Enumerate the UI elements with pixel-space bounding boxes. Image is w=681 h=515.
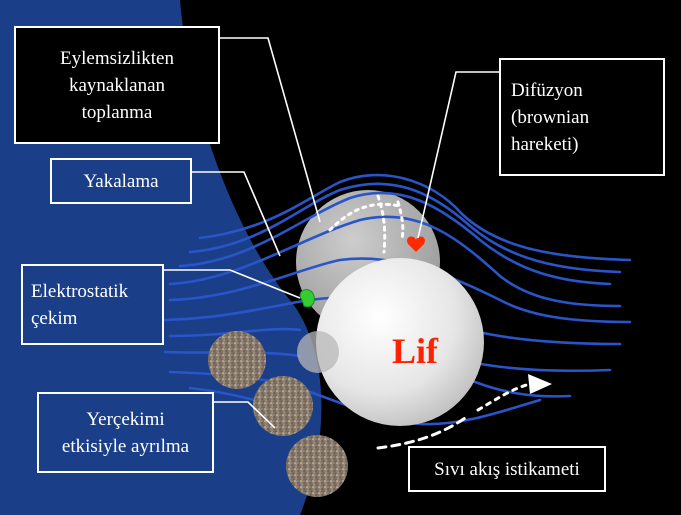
ghost-particle <box>297 331 339 373</box>
label-flow-direction: Sıvı akış istikameti <box>408 446 606 492</box>
label-inertial-impaction: Eylemsizlikten kaynaklanan toplanma <box>14 26 220 144</box>
dust-particle-3 <box>286 435 348 497</box>
label-gravity-line-2: etkisiyle ayrılma <box>62 433 189 460</box>
label-diffusion-line-3: hareketi) <box>511 131 579 158</box>
label-flow-line-1: Sıvı akış istikameti <box>434 456 580 483</box>
label-inertial-line-3: toplanma <box>82 99 153 126</box>
label-electrostatic: Elektrostatik çekim <box>21 264 164 345</box>
label-capture-line-1: Yakalama <box>83 168 158 195</box>
label-diffusion: Difüzyon (brownian hareketi) <box>499 58 665 176</box>
label-electrostatic-line-1: Elektrostatik <box>31 278 128 305</box>
label-capture: Yakalama <box>50 158 192 204</box>
label-diffusion-line-1: Difüzyon <box>511 77 583 104</box>
dust-particle-1 <box>208 331 266 389</box>
dust-particle-2 <box>253 376 313 436</box>
flow-arrowhead <box>528 374 552 394</box>
label-gravity-line-1: Yerçekimi <box>86 406 164 433</box>
electro-particle <box>300 290 314 307</box>
label-gravity: Yerçekimi etkisiyle ayrılma <box>37 392 214 473</box>
label-inertial-line-1: Eylemsizlikten <box>60 45 174 72</box>
fiber-label: Lif <box>375 330 455 372</box>
label-inertial-line-2: kaynaklanan <box>69 72 165 99</box>
label-electrostatic-line-2: çekim <box>31 305 77 332</box>
label-diffusion-line-2: (brownian <box>511 104 589 131</box>
